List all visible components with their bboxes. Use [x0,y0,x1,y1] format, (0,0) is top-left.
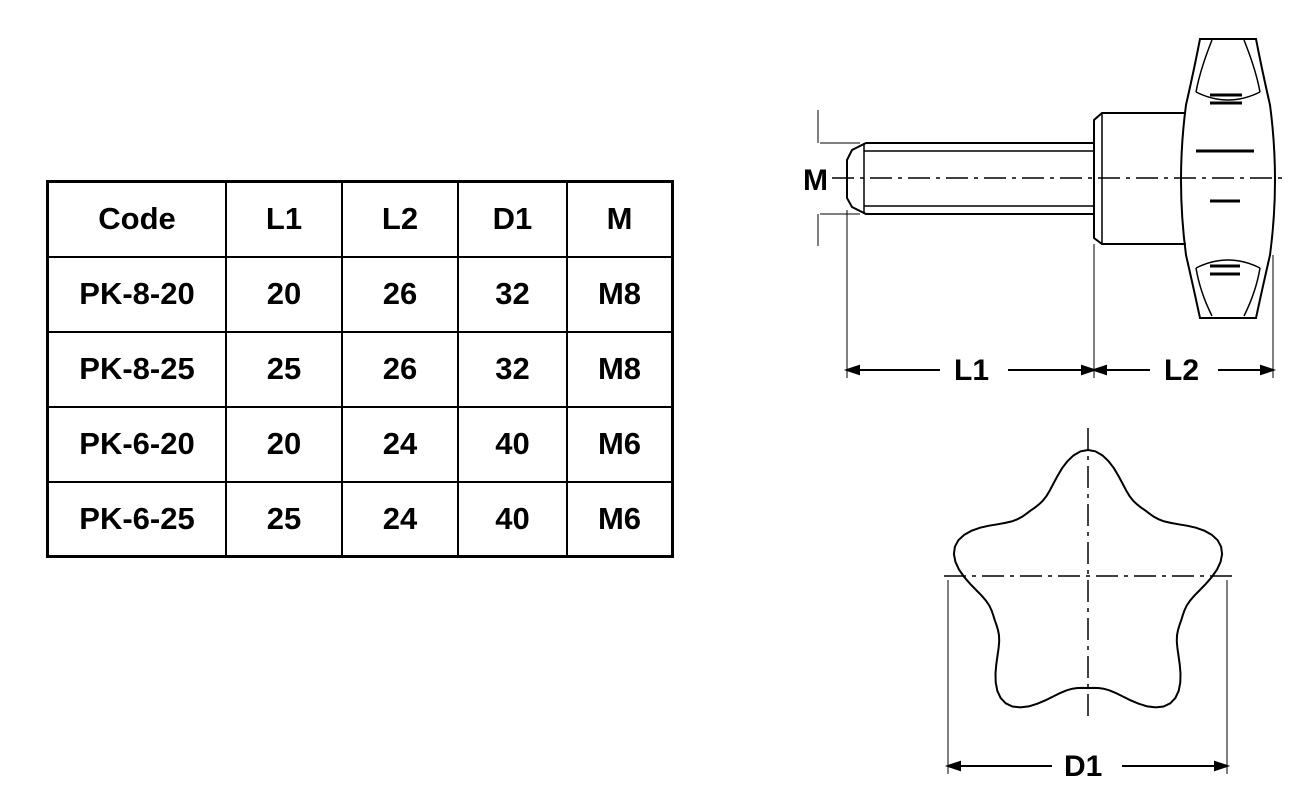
header-l2: L2 [341,180,459,258]
cell-d1: 32 [457,330,568,408]
cell-code: PK-8-20 [46,255,227,333]
cell-l2: 24 [341,405,459,483]
label-l1: L1 [954,354,989,387]
dim-arrow [1214,760,1231,772]
label-l2: L2 [1164,354,1199,387]
dim-arrow [944,760,961,772]
spec-table: Code L1 L2 D1 M PK-8-20 20 26 32 M8 PK-8… [46,180,674,558]
header-code: Code [46,180,227,258]
header-m: M [566,180,674,258]
knob-lobe-line [1195,39,1213,93]
table-row: PK-6-20 20 24 40 M6 [46,405,674,483]
cell-l2: 24 [341,480,459,558]
cell-l2: 26 [341,255,459,333]
dim-arrow [1090,364,1107,376]
table-row: PK-8-25 25 26 32 M8 [46,330,674,408]
knob-groove [1195,91,1261,101]
cell-code: PK-8-25 [46,330,227,408]
side-view [817,38,1288,378]
cell-d1: 32 [457,255,568,333]
dim-arrow [843,364,860,376]
table-row: PK-8-20 20 26 32 M8 [46,255,674,333]
header-d1: D1 [457,180,568,258]
cell-l1: 20 [225,255,343,333]
table-header-row: Code L1 L2 D1 M [46,180,674,258]
table-row: PK-6-25 25 24 40 M6 [46,480,674,558]
header-l1: L1 [225,180,343,258]
dim-arrow [1081,364,1098,376]
cell-l2: 26 [341,330,459,408]
cell-d1: 40 [457,405,568,483]
cell-l1: 25 [225,330,343,408]
cell-m: M8 [566,255,674,333]
cell-code: PK-6-25 [46,480,227,558]
knob-lobe-line [1243,39,1261,93]
knob-head-profile [1180,38,1276,319]
top-view [944,428,1236,774]
cell-m: M6 [566,480,674,558]
cell-m: M6 [566,405,674,483]
cell-m: M8 [566,330,674,408]
knob-lobe-line [1195,267,1213,317]
cell-l1: 25 [225,480,343,558]
knob-hub [1093,112,1186,245]
knob-lobe-line [1243,267,1261,317]
label-d1: D1 [1064,750,1102,783]
label-m: M [803,164,828,197]
dim-arrow [1260,364,1277,376]
cell-code: PK-6-20 [46,405,227,483]
cell-d1: 40 [457,480,568,558]
knob-groove [1195,259,1261,269]
cell-l1: 20 [225,405,343,483]
